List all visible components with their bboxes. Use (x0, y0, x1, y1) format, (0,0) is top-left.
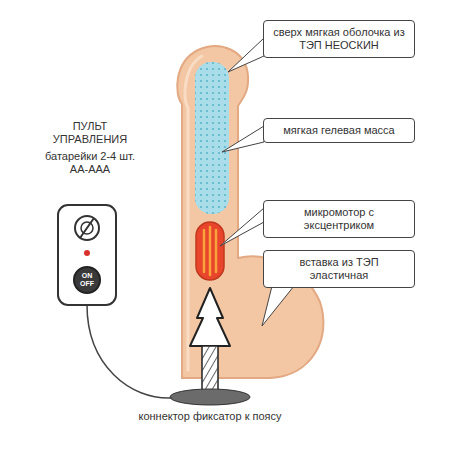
callout-box: микромотор с эксцентриком (263, 200, 415, 238)
callout-box: сверх мягкая оболочка из ТЭП НЕОСКИН (263, 20, 415, 58)
connector-stem (202, 346, 218, 392)
callout-pointer (222, 126, 264, 152)
callout-box: вставка из ТЭП эластичная (263, 250, 415, 288)
node-text: ON OFF (75, 272, 99, 288)
remote-led (84, 250, 90, 256)
callout-pointer (228, 38, 264, 72)
connector-label: коннектор фиксатор к поясу (135, 410, 285, 423)
battery-note: батарейки 2-4 шт. АА-ААА (42, 150, 138, 176)
remote-knob (75, 216, 99, 240)
remote-body (58, 205, 116, 305)
on-off-button: ON OFF (73, 266, 101, 294)
node-text: сверх мягкая оболочка из ТЭП НЕОСКИН (272, 26, 406, 52)
motor-stripe (215, 230, 218, 272)
motor-stripe (209, 227, 212, 275)
node-text: микромотор с эксцентриком (272, 206, 406, 232)
gel-texture (195, 62, 229, 214)
remote-knob-slash (80, 218, 94, 238)
insert-cone (190, 288, 230, 346)
callout-pointer (262, 286, 294, 326)
motor-stripe (203, 230, 206, 272)
remote-title: ПУЛЬТ УПРАВЛЕНИЯ (42, 120, 138, 146)
node-text: мягкая гелевая масса (272, 124, 406, 137)
callout-pointer (220, 208, 264, 246)
motor (196, 222, 224, 280)
connector-thread (202, 346, 218, 392)
gel-core (195, 62, 229, 214)
node-text: вставка из ТЭП эластичная (272, 256, 406, 282)
callout-box: мягкая гелевая масса (263, 118, 415, 143)
connector-base (170, 389, 250, 405)
remote-wire (87, 305, 172, 398)
